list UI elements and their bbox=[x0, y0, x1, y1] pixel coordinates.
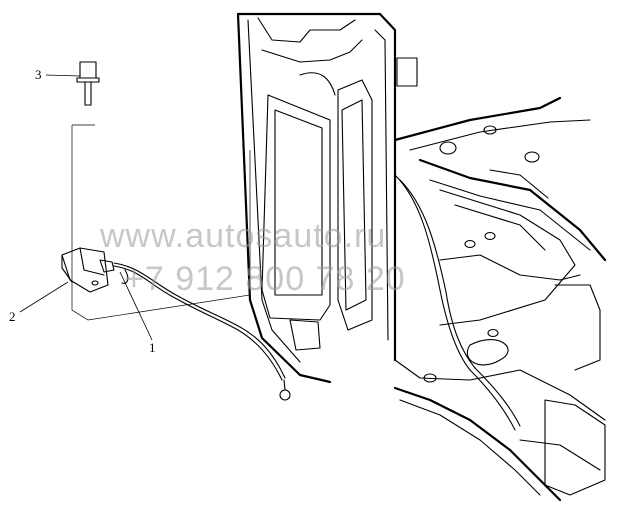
callout-1: 1 bbox=[149, 340, 156, 355]
cab-pillar-panel bbox=[236, 12, 418, 384]
watermark-phone: +7 912 800 78 20 bbox=[124, 260, 406, 298]
callout-2: 2 bbox=[9, 309, 16, 324]
callout-3: 3 bbox=[35, 67, 42, 82]
bracket-part bbox=[61, 247, 115, 293]
leader-lines bbox=[19, 74, 153, 341]
cab-floor-structure bbox=[393, 96, 607, 502]
mounting-plate-outline bbox=[71, 124, 251, 321]
cable-part bbox=[113, 262, 291, 401]
watermark-website: www.autosauto.ru bbox=[99, 217, 386, 255]
bolt-part bbox=[76, 61, 100, 106]
wire-harness bbox=[394, 174, 521, 431]
